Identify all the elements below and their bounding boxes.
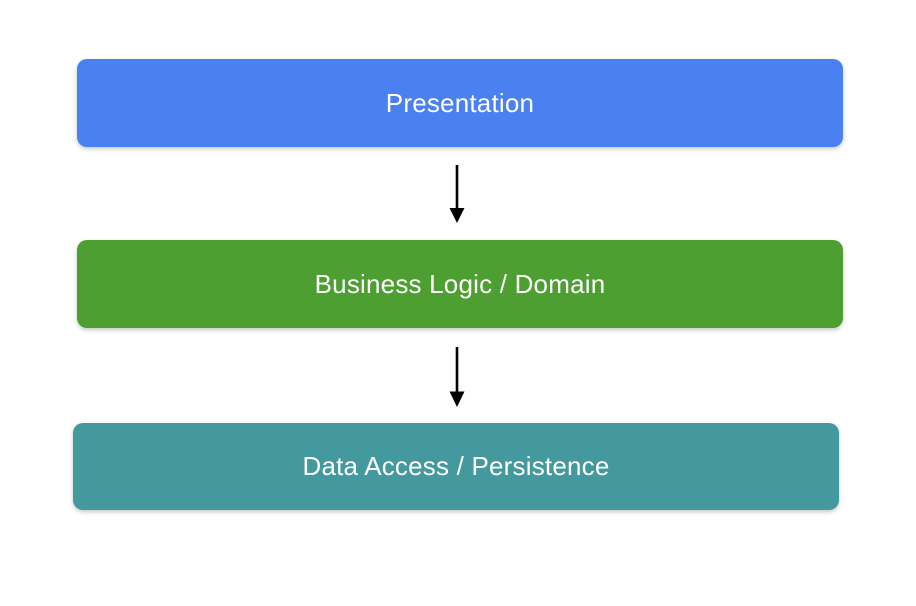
down-arrow-icon	[448, 346, 466, 408]
node-business-logic-label: Business Logic / Domain	[314, 268, 606, 299]
node-presentation-layer: Presentation	[77, 59, 843, 147]
node-data-access-layer: Data Access / Persistence	[73, 423, 839, 510]
down-arrow-icon	[448, 164, 466, 224]
node-data-access-label: Data Access / Persistence	[302, 451, 610, 481]
node-business-logic-layer: Business Logic / Domain	[77, 240, 843, 328]
node-presentation-label: Presentation	[385, 87, 535, 118]
